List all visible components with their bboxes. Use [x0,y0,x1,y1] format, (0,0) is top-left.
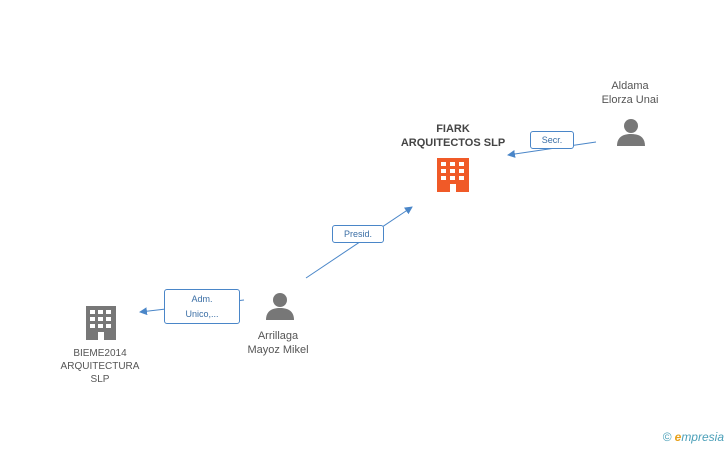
building-icon[interactable] [437,158,469,192]
edge-label-adm[interactable]: Adm. Unico,... [164,289,240,324]
person-icon[interactable] [266,293,294,320]
node-label-line: FIARK [436,123,470,135]
person-icon[interactable] [617,119,645,146]
edge-label-presid[interactable]: Presid. [332,225,384,243]
node-label-line: ARQUITECTURA [60,361,140,372]
node-label-line: Aldama [611,80,649,92]
brand-logo-text: mpresia [681,430,724,444]
building-icon[interactable] [86,306,116,340]
node-label-arrillaga[interactable]: Arrillaga Mayoz Mikel [228,329,328,357]
node-label-line: SLP [90,374,110,385]
brand-logo-e: e [674,430,682,444]
node-label-line: Elorza Unai [601,94,659,106]
edge-label-line: Unico,... [185,309,219,319]
node-label-aldama[interactable]: Aldama Elorza Unai [580,79,680,107]
edge-label-secr[interactable]: Secr. [530,131,574,149]
node-label-line: Arrillaga [257,330,299,342]
node-label-bieme[interactable]: BIEME2014 ARQUITECTURA SLP [48,347,152,386]
node-label-line: ARQUITECTOS SLP [400,137,506,149]
empresia-watermark: ©empresia [663,430,724,444]
node-label-fiark[interactable]: FIARK ARQUITECTOS SLP [380,122,526,150]
copyright-symbol: © [662,430,672,444]
edge-label-line: Adm. [191,294,213,304]
node-label-line: BIEME2014 [73,348,127,359]
node-label-line: Mayoz Mikel [247,344,309,356]
